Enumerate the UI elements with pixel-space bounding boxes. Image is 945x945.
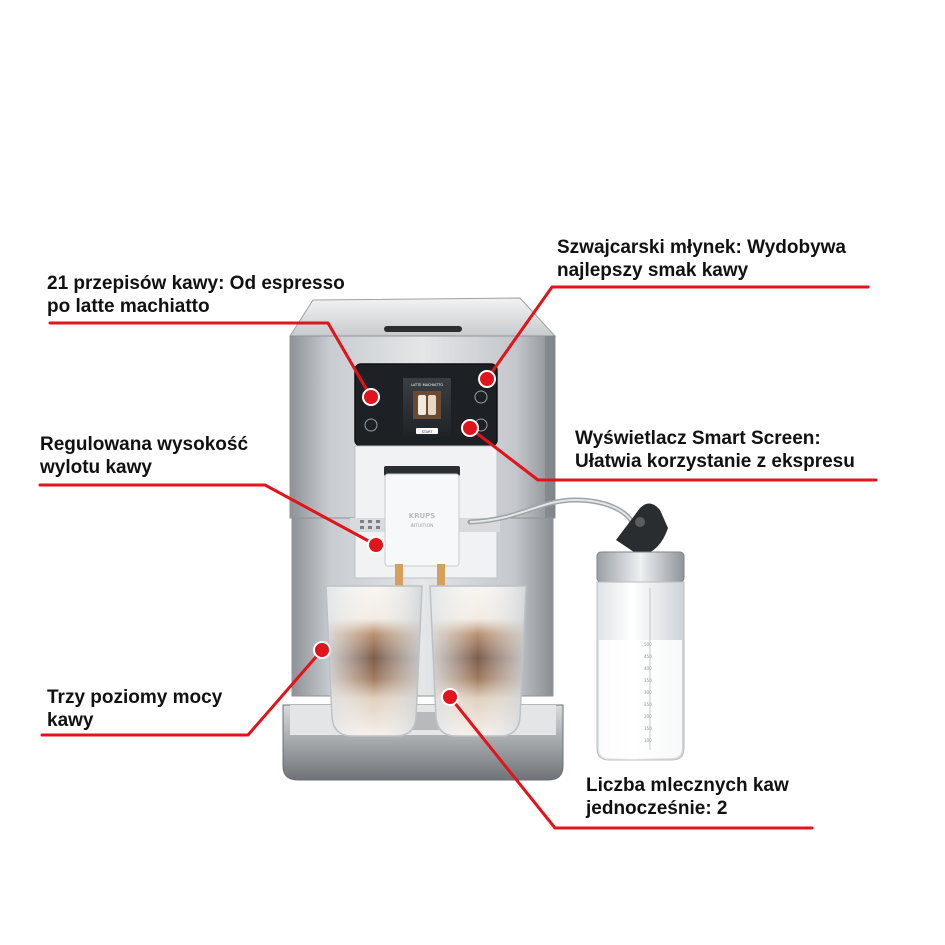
- svg-text:250: 250: [644, 702, 652, 707]
- dot-milk: [441, 688, 459, 706]
- jug-cap: [596, 551, 685, 583]
- leader-strength: [40, 648, 324, 737]
- callout-height: Regulowana wysokość wylotu kawy: [40, 433, 248, 479]
- brand-logo: KRUPS: [409, 512, 436, 520]
- callout-grinder: Szwajcarski młynek: Wydobywa najlepszy s…: [557, 236, 846, 282]
- svg-text:150: 150: [644, 726, 652, 731]
- screen-start-button[interactable]: [416, 428, 438, 434]
- dot-display: [461, 419, 479, 437]
- callout-milk: Liczba mlecznych kaw jednocześnie: 2: [586, 774, 789, 820]
- callout-recipes: 21 przepisów kawy: Od espresso po latte …: [47, 272, 345, 318]
- svg-text:450: 450: [644, 654, 652, 659]
- leader-recipes: [48, 321, 373, 399]
- jug-lid-top: [616, 503, 668, 556]
- callout-display: Wyświetlacz Smart Screen: Ułatwia korzys…: [575, 427, 855, 473]
- callout-grinder-line1: Szwajcarski młynek: Wydobywa: [557, 237, 846, 258]
- callout-display-line2: Ułatwia korzystanie z ekspresu: [575, 451, 855, 472]
- callout-recipes-line1: 21 przepisów kawy: Od espresso: [47, 273, 345, 294]
- latte-glass-right: [429, 585, 527, 737]
- model-label: INTUITION: [410, 523, 433, 529]
- bean-hopper-slot: [384, 326, 462, 332]
- callout-strength-line1: Trzy poziomy mocy: [47, 687, 223, 708]
- callout-dots: [313, 370, 496, 706]
- svg-text:500: 500: [644, 642, 652, 647]
- coffee-spout[interactable]: KRUPS INTUITION: [384, 466, 460, 586]
- vent-grille: [360, 520, 380, 529]
- callout-display-line1: Wyświetlacz Smart Screen:: [575, 428, 821, 449]
- callout-lines: [38, 285, 878, 830]
- callout-strength: Trzy poziomy mocy kawy: [47, 686, 222, 732]
- coffee-machine: LATTE MACHIATTO START KRUPS INTUITION: [282, 297, 635, 781]
- screen-title: LATTE MACHIATTO: [411, 383, 443, 387]
- callout-grinder-line2: najlepszy smak kawy: [557, 260, 749, 281]
- callout-height-line1: Regulowana wysokość: [40, 434, 249, 455]
- screen-start-label: START: [422, 430, 434, 434]
- svg-text:350: 350: [644, 678, 652, 683]
- callout-height-line2: wylotu kawy: [40, 457, 152, 478]
- dot-grinder: [478, 370, 496, 388]
- callout-milk-line2: jednocześnie: 2: [586, 798, 728, 819]
- milk-jug: 500 450 400 350 300 250 200 150 100: [596, 503, 685, 761]
- svg-text:400: 400: [644, 666, 652, 671]
- leader-grinder: [485, 285, 870, 381]
- callout-recipes-line2: po latte machiatto: [47, 296, 210, 317]
- svg-text:100: 100: [644, 738, 652, 743]
- callout-strength-line2: kawy: [47, 710, 94, 731]
- menu-button-icon[interactable]: [364, 418, 378, 432]
- lock-button-icon[interactable]: [474, 390, 488, 404]
- latte-glass-left: [325, 585, 423, 737]
- svg-text:200: 200: [644, 714, 652, 719]
- callout-milk-line1: Liczba mlecznych kaw: [586, 775, 789, 796]
- leader-display: [468, 426, 878, 482]
- jug-scale: 500 450 400 350 300 250 200 150 100: [644, 642, 652, 743]
- dot-height: [367, 536, 385, 554]
- leader-milk: [448, 695, 814, 830]
- leader-height: [38, 483, 378, 547]
- screen-drink-image: [413, 391, 441, 419]
- svg-text:300: 300: [644, 690, 652, 695]
- dot-recipes: [362, 388, 380, 406]
- dot-strength: [313, 641, 331, 659]
